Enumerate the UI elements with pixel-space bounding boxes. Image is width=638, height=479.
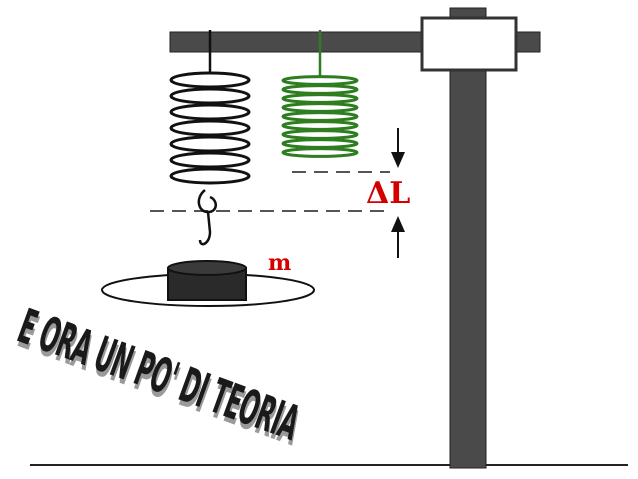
black-spring-coil [169, 167, 251, 185]
hook [197, 189, 217, 246]
black-spring-coil [169, 151, 251, 169]
green-spring-coil [281, 84, 359, 95]
green-spring-coil [281, 93, 359, 104]
green-spring-coil [281, 102, 359, 113]
green-spring-coil [281, 129, 359, 140]
green-spring-coil [281, 111, 359, 122]
mass-block [167, 260, 247, 301]
green-spring-coil [281, 75, 359, 86]
green-spring-coil [281, 120, 359, 131]
wordart-banner: E ORA UN PO' DI TEORIA E ORA UN PO' DI T… [11, 298, 307, 457]
clamp-block [420, 16, 518, 72]
green-spring-coil [281, 147, 359, 158]
wordart-text: E ORA UN PO' DI TEORIA [11, 298, 307, 452]
black-spring-coil [169, 71, 251, 89]
black-spring-coil [169, 87, 251, 105]
green-spring [281, 30, 359, 158]
black-spring [169, 30, 251, 185]
black-spring-coil [169, 103, 251, 121]
black-spring-coil [169, 135, 251, 153]
mass-label: m [268, 250, 291, 276]
delta-l-label: ΔL [366, 176, 410, 211]
delta-arrows [391, 128, 405, 258]
black-spring-coil [169, 119, 251, 137]
green-spring-coil [281, 138, 359, 149]
support-post [449, 7, 487, 469]
